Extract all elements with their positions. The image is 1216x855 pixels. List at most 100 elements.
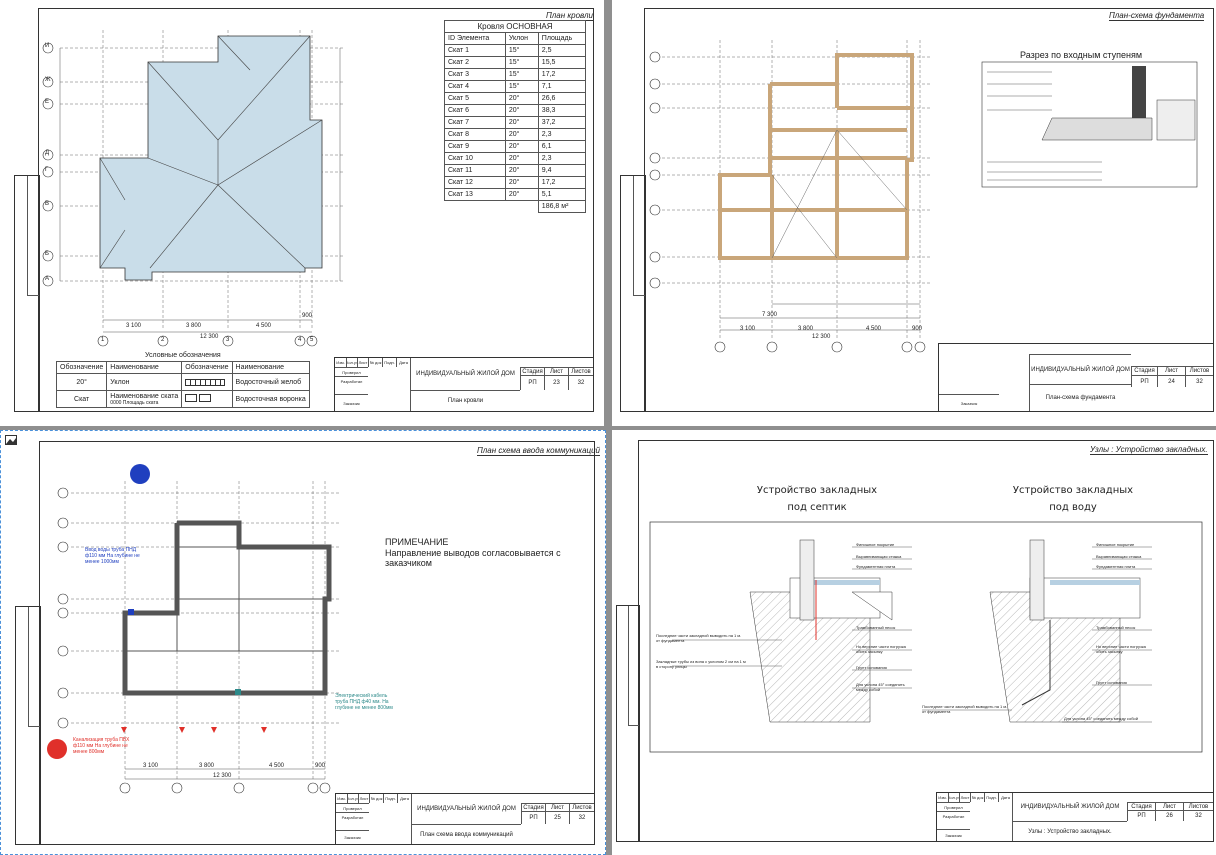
- cell: 20°: [504, 116, 539, 129]
- stamp-col: Лист: [358, 794, 369, 803]
- legend-symbol: 20°: [55, 373, 108, 391]
- stamp-sheets: 32: [568, 375, 593, 390]
- sheet-nodes[interactable]: Узлы : Устройство закладных. Устройство …: [612, 430, 1216, 855]
- cell: 38,3: [537, 104, 587, 117]
- stamp-h-sheet: Лист: [1157, 366, 1185, 375]
- legend-symbol: Скат: [55, 390, 108, 408]
- stamp-role: Заказчик: [937, 829, 970, 841]
- stamp-project: ИНДИВИДУАЛЬНЫЙ ЖИЛОЙ ДОМ: [1029, 354, 1131, 384]
- cell: 2,5: [537, 44, 587, 57]
- stamp-role: Разработал: [937, 811, 970, 820]
- stamp-stage: РП: [1127, 810, 1155, 821]
- stamp-col: Изм.: [337, 796, 346, 801]
- stamp-h-stage: Стадия: [521, 803, 545, 811]
- stamp-col: Дата: [397, 794, 411, 803]
- stamp-role: Проверил: [335, 367, 368, 376]
- stamp-col: Подп.: [984, 793, 998, 802]
- stamp-role: Разработал: [335, 376, 368, 385]
- stamp-col: Дата: [998, 793, 1012, 802]
- legend-title: Условные обозначения: [145, 352, 221, 359]
- legend-name: Водосточная воронка: [231, 390, 310, 408]
- legend-subname: 0000 Площадь ската: [110, 399, 159, 406]
- legend-table: Условные обозначения Обозначение Наимено…: [55, 350, 310, 408]
- stamp-h-stage: Стадия: [1131, 366, 1157, 375]
- stamp-col: Кол.уч: [347, 794, 358, 803]
- cell: Скат 5: [444, 92, 506, 105]
- stamp-sheet: 24: [1157, 375, 1185, 387]
- stamp-sheets: 32: [569, 811, 594, 824]
- sheet-title: Узлы : Устройство закладных.: [1090, 445, 1208, 455]
- legend-header: Наименование: [106, 361, 183, 374]
- stamp-role: Заказчик: [939, 394, 999, 411]
- dim-bottom: 4 500: [866, 326, 882, 332]
- stamp-col: Кол.уч: [346, 358, 357, 367]
- drawing-frame: [638, 440, 1214, 842]
- legend-row: 20° Уклон Водосточный желоб: [55, 373, 310, 391]
- cell: 7,1: [537, 80, 587, 93]
- cell: 20°: [504, 92, 539, 105]
- stamp-stage: РП: [521, 811, 545, 824]
- cell: Скат 13: [444, 188, 506, 201]
- left-sidebar-stamp: [616, 605, 640, 842]
- stamp-col: Дата: [396, 358, 410, 367]
- grid-label: Д: [45, 150, 50, 156]
- callout: Фундаментная плита: [1096, 564, 1136, 569]
- stamp-col: Лист: [959, 793, 970, 802]
- callout: Закладные трубы из вона с уклоном 2 см н…: [656, 659, 746, 669]
- cell: 15,5: [537, 56, 587, 69]
- cell: Скат 1: [444, 44, 506, 57]
- stamp-h-sheets: Листов: [569, 803, 594, 811]
- title-block: Изм. Кол.уч Лист № док Подп. Дата Провер…: [335, 793, 595, 845]
- foundation-plan-drawing: [649, 40, 1198, 353]
- cell: 17,2: [537, 176, 587, 189]
- cell: 2,3: [537, 128, 587, 141]
- stamp-col: Изм.: [336, 360, 345, 365]
- table-header: Уклон: [504, 32, 539, 45]
- gutter-symbol: [181, 373, 233, 391]
- cell: 9,4: [537, 164, 587, 177]
- grid-label: 1: [101, 337, 105, 343]
- stamp-sheet: 25: [545, 811, 569, 824]
- stamp-sheet: 23: [544, 375, 568, 390]
- callout: Для уклона 45° соединить между собой: [1064, 716, 1138, 721]
- callout: Но верхние части погрузка обить засыпку: [856, 644, 906, 654]
- stamp-h-stage: Стадия: [1127, 802, 1155, 810]
- stamp-col: Подп.: [383, 794, 397, 803]
- cell: 37,2: [537, 116, 587, 129]
- stamp-sheet: 26: [1155, 810, 1183, 821]
- dim-bottom: 3 100: [740, 326, 756, 332]
- callout: Фундаментная плита: [856, 564, 896, 569]
- dim-bottom: 3 100: [143, 763, 159, 769]
- stamp-col: Лист: [357, 358, 368, 367]
- stamp-col: № док: [369, 794, 383, 803]
- sheet-title: План схема ввода коммуникаций: [477, 446, 601, 456]
- left-sidebar-stamp: [620, 175, 646, 412]
- cell: 15°: [504, 44, 539, 57]
- utilities-plan-drawing: [47, 464, 341, 794]
- cell: 20°: [504, 140, 539, 153]
- left-node-subtitle: под септик: [787, 502, 847, 513]
- callout: Финишное покрытие: [1096, 542, 1135, 547]
- sheet-utilities-plan[interactable]: План схема ввода коммуникаций: [0, 430, 606, 855]
- cell: Скат 4: [444, 80, 506, 93]
- cell: 26,6: [537, 92, 587, 105]
- sheet-roof-plan[interactable]: План кровли: [0, 0, 604, 426]
- right-node-title: Устройство закладных: [1012, 485, 1134, 496]
- sheet-foundation-plan[interactable]: План-схема фундамента: [612, 0, 1216, 426]
- stamp-role: Проверил: [937, 802, 970, 811]
- stamp-role: Разработал: [336, 812, 369, 821]
- dim-bottom: 4 500: [269, 763, 285, 769]
- section-title: Разрез по входным ступеням: [1020, 50, 1143, 60]
- cell: 5,1: [537, 188, 587, 201]
- image-icon: [5, 435, 17, 445]
- cell: 6,1: [537, 140, 587, 153]
- grid-label: И: [45, 43, 50, 49]
- drawing-frame: [39, 441, 595, 845]
